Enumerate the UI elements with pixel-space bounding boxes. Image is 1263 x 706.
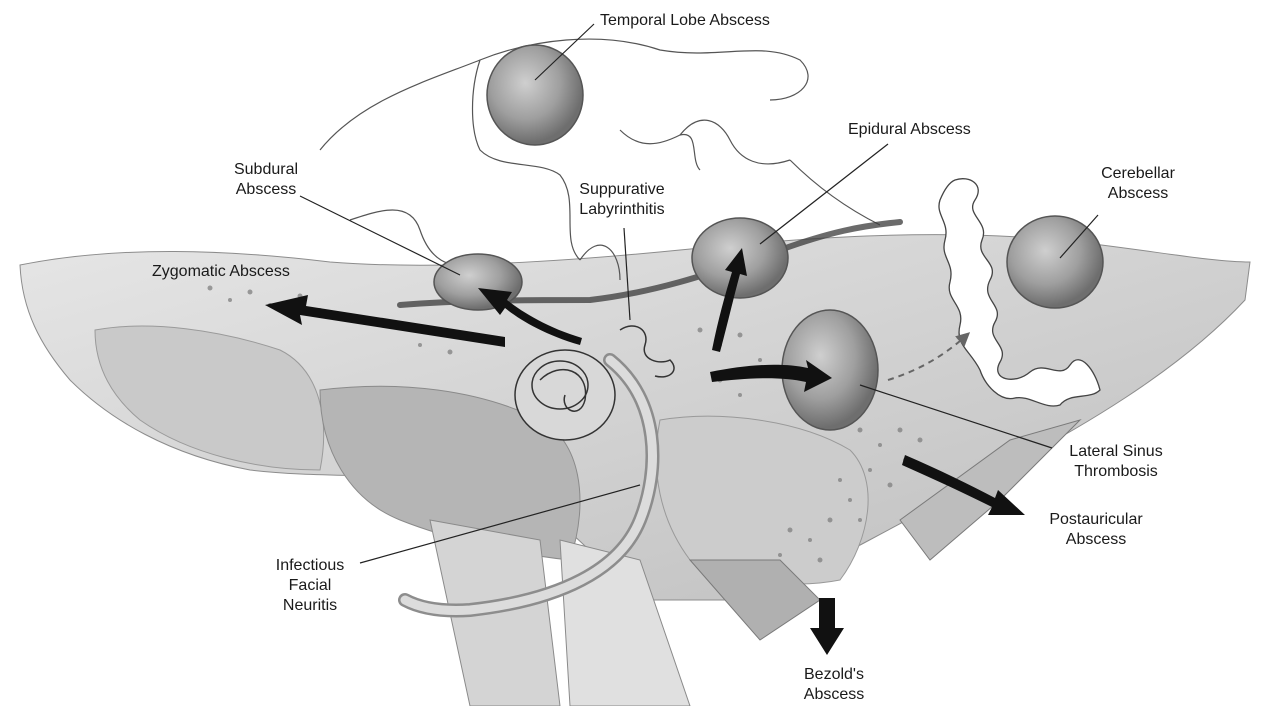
cerebellar-abscess-mass (1007, 216, 1103, 308)
arrow-bezolds (810, 598, 844, 655)
label-bezolds-line1: Bezold's (804, 665, 864, 685)
label-postauricular-line2: Abscess (1049, 530, 1142, 550)
label-facial-neuritis-line1: Infectious (276, 556, 344, 576)
label-bezolds-abscess: Bezold's Abscess (804, 665, 864, 705)
label-temporal-lobe-abscess: Temporal Lobe Abscess (600, 11, 770, 31)
label-infectious-facial-neuritis: Infectious Facial Neuritis (276, 556, 344, 616)
label-subdural-line2: Abscess (234, 180, 298, 200)
label-epidural-abscess: Epidural Abscess (848, 120, 971, 140)
temporal-lobe-abscess-mass (487, 45, 583, 145)
label-lateral-sinus-line2: Thrombosis (1069, 462, 1162, 482)
label-zygomatic-abscess: Zygomatic Abscess (152, 262, 290, 282)
label-bezolds-line2: Abscess (804, 685, 864, 705)
label-suppurative-labyrinthitis: Suppurative Labyrinthitis (579, 180, 664, 220)
label-postauricular-line1: Postauricular (1049, 510, 1142, 530)
label-lateral-sinus-line1: Lateral Sinus (1069, 442, 1162, 462)
label-facial-neuritis-line2: Facial (276, 576, 344, 596)
label-cerebellar-abscess: Cerebellar Abscess (1101, 164, 1175, 204)
label-suppurative-line1: Suppurative (579, 180, 664, 200)
label-cerebellar-line2: Abscess (1101, 184, 1175, 204)
label-subdural-abscess: Subdural Abscess (234, 160, 298, 200)
label-cerebellar-line1: Cerebellar (1101, 164, 1175, 184)
label-subdural-line1: Subdural (234, 160, 298, 180)
label-facial-neuritis-line3: Neuritis (276, 596, 344, 616)
label-suppurative-line2: Labyrinthitis (579, 200, 664, 220)
label-lateral-sinus-thrombosis: Lateral Sinus Thrombosis (1069, 442, 1162, 482)
label-postauricular-abscess: Postauricular Abscess (1049, 510, 1142, 550)
